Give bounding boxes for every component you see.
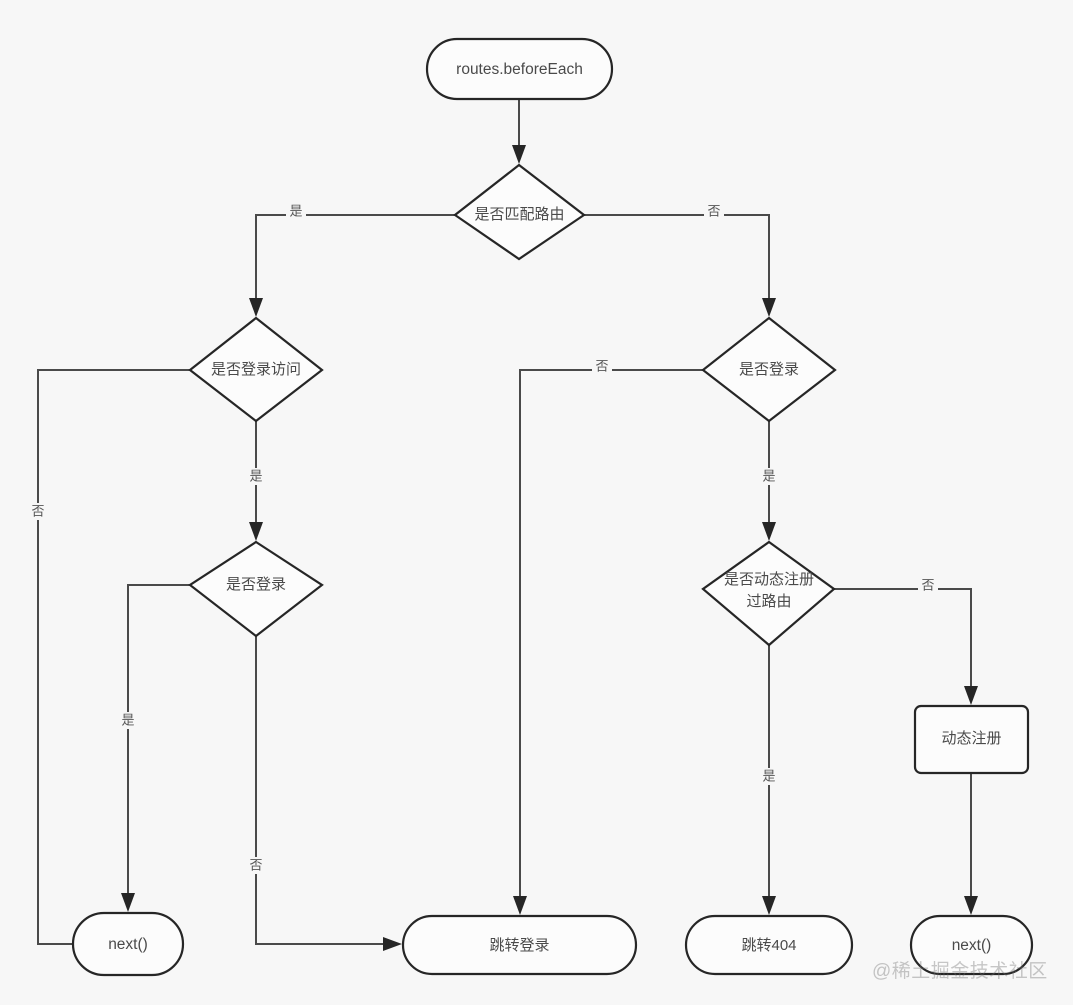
- edge-label-need-login-yes: 是: [249, 468, 262, 483]
- edge-match-yes: 是: [249, 203, 455, 317]
- edge-label-right-login-no: 否: [595, 358, 608, 373]
- node-is-logged-in-left-label: 是否登录: [226, 576, 286, 593]
- edge-label-match-yes: 是: [289, 203, 302, 218]
- edge-dynamic-yes: 是: [759, 645, 779, 915]
- edge-label-left-login-yes: 是: [121, 712, 134, 727]
- node-dynamic-register[interactable]: 动态注册: [913, 704, 1030, 775]
- node-next-left-label: next(): [108, 936, 148, 953]
- edge-label-bg: [759, 468, 779, 485]
- node-match-route-label: 是否匹配路由: [474, 206, 564, 223]
- edge-label-bg: [592, 358, 612, 375]
- node-goto-login[interactable]: 跳转登录: [401, 914, 638, 976]
- edge-label-bg: [918, 577, 938, 594]
- node-goto-404-label: 跳转404: [741, 937, 796, 954]
- edge-match-no: 否: [584, 203, 776, 317]
- node-need-login-access-label: 是否登录访问: [211, 361, 301, 378]
- node-dynamic-registered[interactable]: 是否动态注册 过路由: [701, 540, 836, 647]
- node-start-label: routes.beforeEach: [456, 61, 583, 78]
- node-goto-login-label: 跳转登录: [489, 937, 549, 954]
- edge-left-login-no: 否: [246, 623, 402, 951]
- edge-left-login-yes: 是: [118, 584, 190, 912]
- edge-need-login-yes: 是: [246, 408, 266, 541]
- edge-label-bg: [246, 468, 266, 485]
- edge-label-bg: [286, 203, 306, 220]
- node-goto-404[interactable]: 跳转404: [684, 914, 854, 976]
- node-dynamic-register-label: 动态注册: [941, 730, 1001, 747]
- node-need-login-access[interactable]: 是否登录访问: [188, 316, 324, 423]
- node-start[interactable]: routes.beforeEach: [425, 37, 614, 101]
- edge-label-need-login-no: 否: [31, 503, 44, 518]
- edge-label-dynamic-yes: 是: [762, 768, 775, 783]
- node-dynamic-registered-label-line2: 过路由: [746, 593, 791, 610]
- node-next-right[interactable]: next(): [909, 914, 1034, 976]
- edge-label-bg: [118, 712, 138, 729]
- node-next-right-label: next(): [952, 937, 992, 954]
- edge-right-login-no: 否: [513, 358, 703, 915]
- node-is-logged-in-left[interactable]: 是否登录: [188, 540, 324, 638]
- edge-label-left-login-no: 否: [249, 857, 262, 872]
- edge-dynamic-no: 否: [834, 577, 978, 705]
- edge-label-bg: [28, 503, 48, 520]
- node-next-left[interactable]: next(): [71, 911, 185, 977]
- node-dynamic-registered-label-line1: 是否动态注册: [724, 571, 814, 588]
- edge-label-bg: [704, 203, 724, 220]
- edge-label-match-no: 否: [707, 203, 720, 218]
- edge-need-login-no: 否: [28, 369, 190, 951]
- edge-right-login-yes: 是: [759, 408, 779, 541]
- edge-label-bg: [759, 768, 779, 785]
- edge-label-dynamic-no: 否: [921, 577, 934, 592]
- node-match-route[interactable]: 是否匹配路由: [453, 163, 586, 261]
- edge-register-to-next: [964, 773, 978, 915]
- edge-label-bg: [246, 857, 266, 874]
- edge-start-to-match: [512, 98, 526, 164]
- edge-label-right-login-yes: 是: [762, 468, 775, 483]
- node-is-logged-in-right[interactable]: 是否登录: [701, 316, 837, 423]
- nodes-layer: routes.beforeEach 是否匹配路由 是否登录访问 是否登录 是否登…: [71, 37, 1034, 977]
- node-is-logged-in-right-label: 是否登录: [739, 361, 799, 378]
